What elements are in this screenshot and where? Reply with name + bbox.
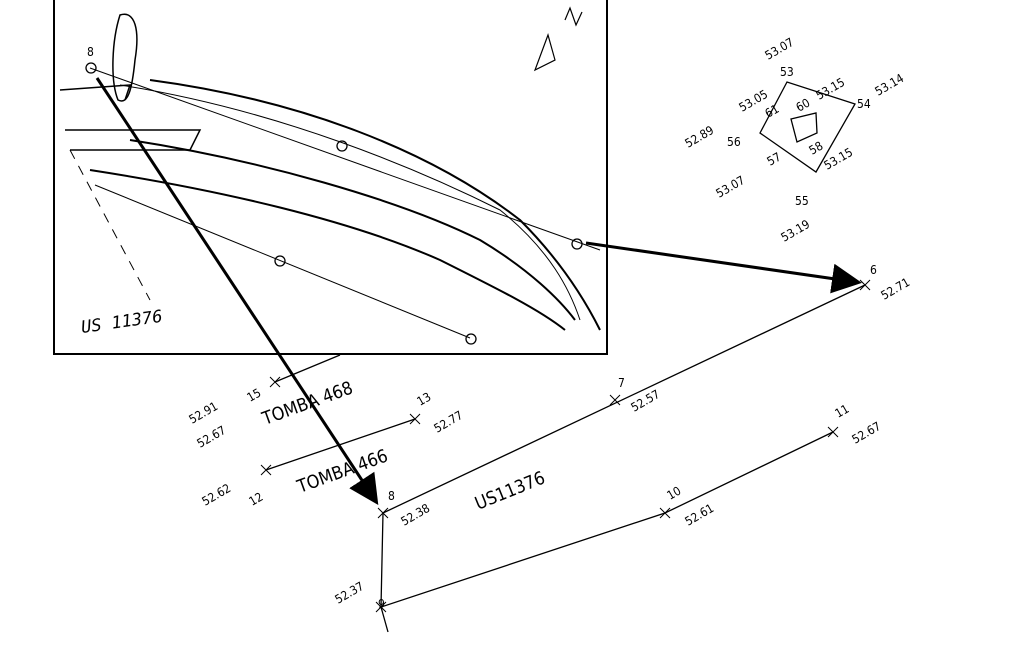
feature-labels: TOMBA 468 TOMBA 466 US11376 <box>259 378 549 515</box>
polygon-label: 60 <box>794 96 813 115</box>
tomba-466-label: TOMBA 466 <box>294 446 391 499</box>
point-11-label: 11 <box>833 402 852 421</box>
point-6-label: 6 <box>870 263 877 277</box>
point-7-label: 7 <box>618 376 625 390</box>
polygon-label: 52.89 <box>683 123 717 151</box>
polygon-label: 57 <box>765 150 784 169</box>
polygon-label: 53.14 <box>873 71 907 99</box>
point-15-label: 15 <box>245 386 264 405</box>
point-13-elev: 52.77 <box>432 408 466 436</box>
point-12-label: 12 <box>247 490 266 509</box>
polygon-label: 53 <box>780 65 794 79</box>
tomba-468-label: TOMBA 468 <box>259 378 356 431</box>
point-6-elev: 52.71 <box>879 275 913 303</box>
polygon-label: 53.19 <box>779 217 813 245</box>
polygon-label: 53.15 <box>814 75 848 103</box>
point-9-elev: 52.37 <box>333 579 367 607</box>
polygon-labels: 53 54 55 56 57 58 60 61 53.07 53.15 53.1… <box>683 35 907 245</box>
point-15-elev-2: 52.67 <box>195 423 229 451</box>
point-11-elev: 52.67 <box>850 419 884 447</box>
photo-point-8: 8 <box>87 45 94 59</box>
polygon-label: 53.07 <box>763 35 797 63</box>
polygon-label: 56 <box>727 135 741 149</box>
photo-panel: 8 US 11376 <box>53 0 608 355</box>
polygon-label: 58 <box>807 139 826 158</box>
polygon-label: 53.07 <box>714 173 748 201</box>
arrow-point-8 <box>95 77 379 506</box>
polygon-label: 54 <box>857 97 871 111</box>
point-13-label: 13 <box>415 390 434 409</box>
point-8-label: 8 <box>388 489 395 503</box>
point-12-elev: 52.62 <box>200 481 234 509</box>
polygon-label: 55 <box>795 194 809 208</box>
point-7-elev: 52.57 <box>629 387 663 415</box>
point-10-elev: 52.61 <box>683 501 717 529</box>
point-10-label: 10 <box>665 484 684 503</box>
point-9-label: 9 <box>378 597 385 611</box>
polygon-label: 61 <box>763 102 782 121</box>
point-8-elev: 52.38 <box>399 501 433 529</box>
arrow-point-6 <box>585 241 862 294</box>
us-label: US11376 <box>472 468 548 515</box>
point-15-elev: 52.91 <box>187 399 221 427</box>
polygon-label: 53.15 <box>822 145 856 173</box>
